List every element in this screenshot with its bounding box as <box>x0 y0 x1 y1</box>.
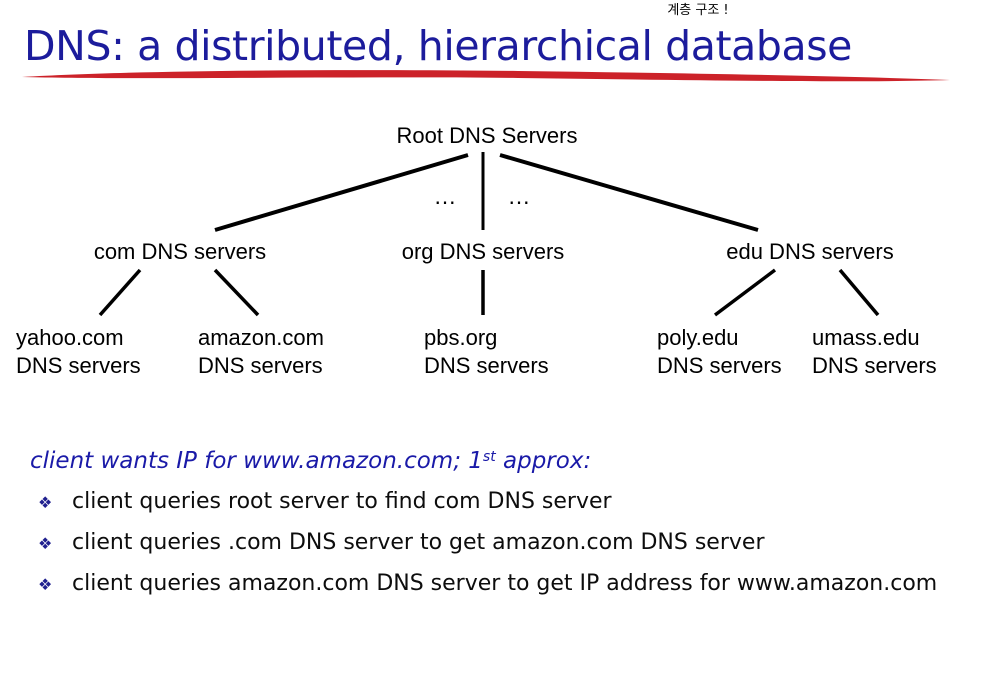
list-item-label: client queries .com DNS server to get am… <box>72 530 765 555</box>
lead-line-suffix: approx: <box>495 448 592 474</box>
list-item-label: client queries root server to find com D… <box>72 489 612 514</box>
ellipsis-right: … <box>507 183 531 209</box>
list-item: ❖ client queries .com DNS server to get … <box>30 527 970 558</box>
korean-annotation: 계층 구조 ! <box>667 3 729 18</box>
slide-header: 계층 구조 ! DNS: a distributed, hierarchical… <box>0 0 990 92</box>
slide-body: client wants IP for www.amazon.com; 1st … <box>0 436 990 678</box>
diamond-bullet-icon: ❖ <box>38 575 53 594</box>
edge-root-to-edu <box>499 153 759 232</box>
diamond-bullet-icon: ❖ <box>38 493 53 512</box>
bullet-list: ❖ client queries root server to find com… <box>30 486 970 609</box>
list-item: ❖ client queries amazon.com DNS server t… <box>30 568 970 599</box>
title-underline-swash <box>22 70 950 82</box>
tree-node-root-dns-servers: Root DNS Servers <box>396 123 578 148</box>
lead-line-superscript: st <box>482 449 496 465</box>
lead-line: client wants IP for www.amazon.com; 1st … <box>30 442 591 476</box>
diamond-bullet-icon: ❖ <box>38 534 53 553</box>
tree-node-edu-dns-servers: edu DNS servers <box>726 239 894 264</box>
edge-com-to-yahoo <box>98 268 142 317</box>
ellipsis-left: … <box>433 183 457 209</box>
edge-root-to-com <box>214 153 469 232</box>
tree-node-com-dns-servers: com DNS servers <box>93 239 267 264</box>
list-item-label: client queries amazon.com DNS server to … <box>72 571 938 596</box>
list-item: ❖ client queries root server to find com… <box>30 486 970 517</box>
edge-edu-to-umass <box>838 268 880 317</box>
tree-node-org-dns-servers: org DNS servers <box>401 239 565 264</box>
edge-com-to-amazon <box>213 268 260 317</box>
edge-edu-to-poly <box>713 268 777 317</box>
dns-hierarchy-diagram: Root DNS Servers … … com DNS servers org… <box>0 100 990 410</box>
page-title: DNS: a distributed, hierarchical databas… <box>24 22 853 70</box>
lead-line-prefix: client wants IP for www.amazon.com; 1 <box>30 448 483 474</box>
tree-edges <box>98 152 880 317</box>
